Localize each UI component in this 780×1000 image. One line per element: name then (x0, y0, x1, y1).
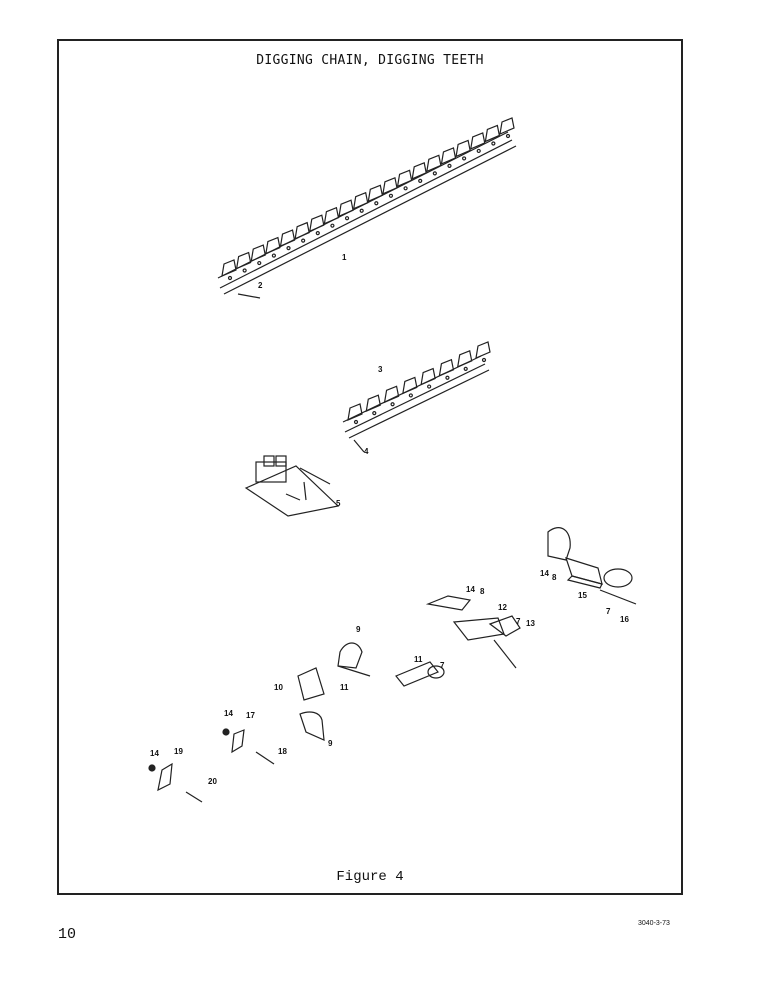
chain-pin-hole (447, 163, 452, 168)
figure-caption: Figure 4 (336, 869, 404, 885)
callout-number: 4 (364, 447, 369, 456)
callout-number: 14 (224, 709, 233, 718)
chain-pin-hole (418, 178, 423, 183)
callout-number: 8 (552, 573, 557, 582)
bracket-parts (297, 642, 445, 741)
chain-link-plate (367, 184, 383, 203)
callout-number: 1 (342, 253, 347, 262)
chain-link-plate (469, 132, 486, 150)
chain-link-plate (365, 394, 381, 413)
callout-number: 11 (340, 683, 349, 692)
callout-number: 17 (246, 711, 255, 720)
chain-link-plate (396, 169, 413, 188)
digging-chain-long (217, 117, 517, 295)
chain-pin-hole (390, 402, 395, 407)
chain-link-plate (250, 244, 266, 263)
callout-number: 13 (526, 619, 535, 628)
small-parts (148, 293, 365, 803)
chain-link-plate (279, 229, 296, 248)
chain-link-plate (402, 376, 418, 395)
callout-number: 14 (540, 569, 549, 578)
chain-link-plate (221, 259, 237, 277)
chain-pin-hole (372, 411, 377, 416)
chain-link-plate (420, 367, 436, 386)
chain-link-plate (383, 385, 400, 404)
callout-number: 14 (150, 749, 159, 758)
chain-link-plate (484, 124, 501, 143)
chain-pin-hole (359, 208, 364, 213)
chain-pin-hole (403, 186, 408, 191)
chain-link-plate (411, 162, 427, 180)
page-number: 10 (58, 926, 77, 943)
callout-number: 3 (378, 365, 383, 374)
chain-pin-hole (476, 148, 481, 154)
chain-pin-hole (491, 141, 496, 146)
chain-link-plate (438, 358, 455, 377)
callout-number: 8 (480, 587, 485, 596)
chain-pin-hole (227, 275, 233, 281)
document-code: 3040-3-73 (638, 920, 670, 927)
figure-title: DIGGING CHAIN, DIGGING TEETH (256, 53, 484, 68)
callout-number: 15 (578, 591, 587, 600)
callout-number: 7 (440, 661, 445, 670)
chain-pin-hole (257, 260, 262, 266)
chain-pin-hole (344, 216, 350, 221)
callout-number: 2 (258, 281, 263, 290)
callout-number: 12 (498, 603, 507, 612)
figure-frame: DIGGING CHAIN, DIGGING TEETH Figure 4 (57, 39, 683, 895)
chain-link-plate (382, 176, 398, 195)
callout-number: 11 (414, 655, 423, 664)
connector-link-kit (244, 455, 340, 517)
chain-link-plate (294, 221, 310, 240)
callout-number: 10 (274, 683, 283, 692)
chain-pin-hole (330, 223, 335, 228)
callout-number: 18 (278, 747, 287, 756)
chain-link-plate (323, 206, 340, 225)
chain-pin-hole (271, 253, 276, 258)
callout-number: 20 (208, 777, 217, 786)
callout-number: 19 (174, 747, 183, 756)
chain-pin-hole (427, 384, 432, 389)
chain-link-plate (265, 236, 281, 255)
callout-number: 14 (466, 585, 475, 594)
chain-pin-hole (445, 375, 450, 380)
chain-link-plate (499, 117, 515, 135)
callout-number: 5 (336, 499, 341, 508)
chain-link-plate (338, 199, 354, 218)
chain-pin-hole (374, 201, 379, 206)
chain-pin-hole (286, 246, 291, 251)
chain-link-plate (309, 214, 325, 233)
callout-number: 7 (606, 607, 611, 616)
chain-link-plate (347, 403, 363, 421)
chain-pin-hole (408, 393, 413, 398)
chain-pin-hole (315, 231, 320, 236)
chain-link-plate (352, 191, 369, 210)
callout-number: 9 (356, 625, 361, 634)
callout-number: 7 (516, 617, 521, 626)
chain-link-plate (456, 350, 473, 368)
chain-link-plate (455, 139, 471, 158)
callout-number: 9 (328, 739, 333, 748)
chain-pin-hole (481, 357, 487, 363)
chain-link-plate (426, 154, 442, 173)
chain-pin-hole (353, 419, 359, 425)
chain-pin-hole (432, 171, 437, 176)
callout-number: 16 (620, 615, 629, 624)
chain-pin-hole (242, 268, 247, 273)
tooth-assembly (547, 527, 637, 605)
chain-pin-hole (388, 193, 394, 198)
digging-chain-short (342, 341, 491, 439)
chain-pin-hole (463, 366, 468, 371)
chain-link-plate (475, 341, 491, 359)
chain-pin-hole (505, 133, 511, 139)
chain-pin-hole (301, 238, 306, 243)
tooth-parts-12 (425, 595, 521, 669)
chain-link-plate (235, 251, 252, 270)
chain-pin-hole (462, 156, 467, 161)
chain-link-plate (440, 147, 457, 165)
